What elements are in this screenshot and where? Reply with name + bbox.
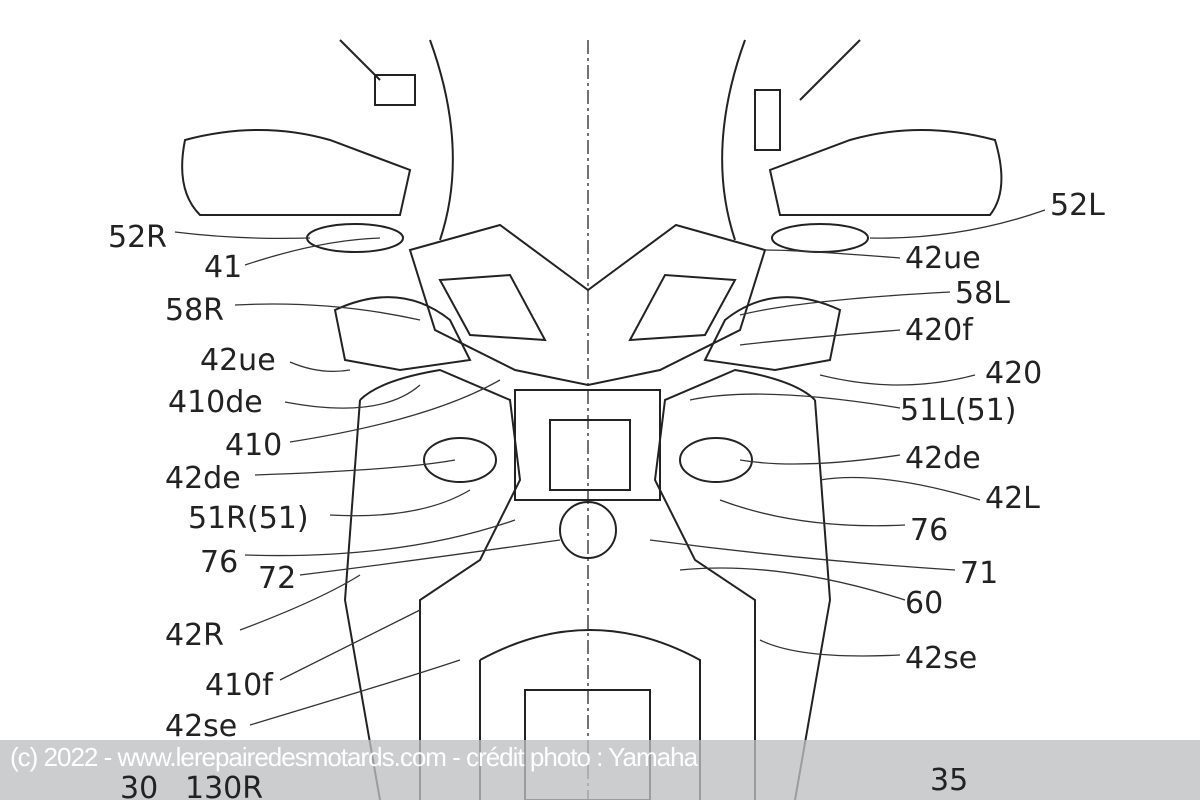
master-cylinder-right — [374, 74, 416, 106]
clutch-reservoir-left — [754, 89, 781, 151]
label: 52L — [1050, 188, 1105, 223]
label: 410de — [168, 385, 263, 420]
label: 42se — [165, 709, 237, 744]
windscreen-left — [429, 39, 454, 241]
label: 420 — [985, 356, 1042, 391]
windscreen-right — [721, 39, 746, 241]
label: 42ue — [905, 241, 981, 276]
headlight-cowl — [408, 223, 767, 387]
fairing-left — [653, 368, 832, 800]
mirror-stems — [339, 39, 861, 101]
copyright-caption-bar: (c) 2022 - www.lerepairedesmotards.com -… — [0, 740, 1200, 800]
label: 52R — [108, 220, 167, 255]
label: 35 — [930, 763, 968, 798]
leader-lines — [174, 209, 1046, 726]
label: 42ue — [200, 343, 276, 378]
label: 42R — [165, 618, 224, 653]
side-light-right — [333, 296, 472, 372]
labels-right: 52L 42ue 58L 420f 420 51L(51) 42de 42L 7… — [900, 188, 1105, 798]
copyright-caption: (c) 2022 - www.lerepairedesmotards.com -… — [10, 742, 698, 772]
label: 58L — [955, 276, 1010, 311]
label: 51L(51) — [900, 393, 1016, 428]
label: 42de — [165, 461, 241, 496]
label: 42de — [905, 441, 981, 476]
label: 410 — [225, 428, 282, 463]
label: 410f — [205, 668, 274, 703]
label: 51R(51) — [188, 501, 309, 536]
duct-left — [679, 437, 753, 483]
label: 76 — [200, 545, 238, 580]
label: 420f — [905, 313, 974, 348]
label: 30 — [120, 771, 158, 800]
ecu-box — [549, 419, 631, 491]
label: 58R — [165, 293, 224, 328]
label: 130R — [185, 771, 263, 800]
label: 42L — [985, 481, 1040, 516]
fairing-right — [343, 368, 522, 800]
duct-right — [423, 437, 497, 483]
label: 42se — [905, 641, 977, 676]
hand-guard-right — [181, 129, 412, 216]
headlights — [438, 273, 737, 342]
label: 72 — [258, 561, 296, 596]
label: 41 — [204, 250, 242, 285]
label: 60 — [905, 586, 943, 621]
label: 71 — [960, 556, 998, 591]
steering-head — [559, 501, 617, 559]
label: 76 — [910, 513, 948, 548]
hand-guard-left — [768, 129, 1003, 216]
bracket-frame — [514, 389, 661, 501]
labels-left: 52R 41 58R 42ue 410de 410 42de 51R(51) 7… — [108, 220, 309, 800]
